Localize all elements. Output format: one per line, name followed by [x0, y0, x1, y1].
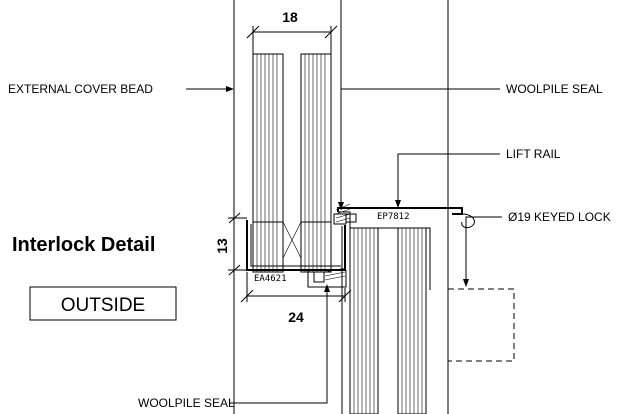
- callout-woolpile-seal-bottom-label: WOOLPILE SEAL: [138, 396, 235, 410]
- outside-label: OUTSIDE: [61, 295, 145, 316]
- callout-woolpile-seal-bottom: WOOLPILE SEAL: [138, 284, 330, 410]
- dimension-top-width-label: 18: [282, 9, 298, 25]
- dimension-bottom-width-label: 24: [288, 309, 304, 325]
- drawing-title: Interlock Detail: [12, 234, 155, 256]
- keyed-lock-outline: [447, 288, 515, 362]
- lift-rail-profile: [324, 203, 475, 290]
- callout-external-cover-bead: EXTERNAL COVER BEAD: [8, 82, 234, 96]
- dimension-left-height-label: 13: [214, 238, 230, 254]
- callout-lift-rail-label: LIFT RAIL: [506, 147, 561, 161]
- outer-sash-glass: [252, 0, 342, 273]
- callout-keyed-lock: Ø19 KEYED LOCK: [463, 210, 611, 287]
- dimension-bottom-width: 24: [240, 272, 352, 325]
- callout-external-cover-bead-label: EXTERNAL COVER BEAD: [8, 82, 153, 96]
- dimension-top-width: 18: [246, 9, 338, 54]
- inner-sash-glass: [341, 227, 427, 414]
- callout-woolpile-seal-top: WOOLPILE SEAL: [338, 82, 603, 210]
- part-code-ep: EP7812: [377, 212, 410, 222]
- callout-woolpile-seal-top-label: WOOLPILE SEAL: [506, 82, 603, 96]
- callout-lift-rail: LIFT RAIL: [395, 147, 561, 208]
- part-code-ea: EA4621: [254, 274, 287, 284]
- dimension-left-height: 13: [214, 212, 247, 276]
- outside-label-box: OUTSIDE: [29, 286, 177, 321]
- callout-keyed-lock-label: Ø19 KEYED LOCK: [508, 210, 611, 224]
